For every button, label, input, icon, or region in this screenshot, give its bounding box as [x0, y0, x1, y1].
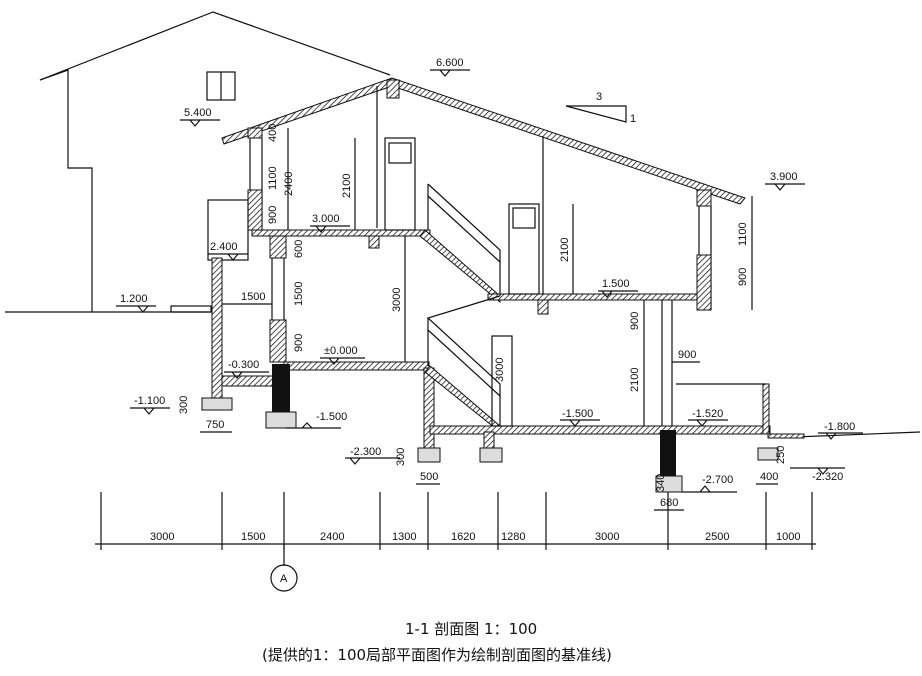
svg-text:-1.500: -1.500: [316, 411, 347, 423]
axis-dim: 3000: [595, 531, 619, 543]
dim: 400: [267, 124, 279, 142]
dim: 300: [178, 396, 190, 414]
dim: 2100: [559, 238, 571, 262]
axis-dim: 3000: [150, 531, 174, 543]
elevation-marker: -2.300: [345, 446, 400, 465]
slope-run: 3: [596, 91, 602, 103]
dim: 1100: [737, 222, 749, 246]
dim: 1100: [267, 166, 279, 190]
svg-text:1.200: 1.200: [120, 293, 148, 305]
dim: 750: [206, 419, 224, 431]
axis-label: A: [280, 573, 288, 585]
svg-text:2.400: 2.400: [210, 241, 238, 253]
dim: 300: [395, 448, 407, 466]
elevation-marker: 5.400: [180, 107, 220, 127]
dim: 400: [760, 471, 778, 483]
dim: 600: [293, 240, 305, 258]
dim: 3000: [494, 358, 506, 382]
ground-line: [5, 311, 921, 439]
elevation-marker: -1.800: [818, 421, 863, 440]
dim: 1500: [293, 282, 305, 306]
doors: [384, 137, 540, 427]
dim: 900: [678, 349, 696, 361]
structure: [170, 127, 805, 493]
dim: 1500: [241, 291, 265, 303]
slope-rise: 1: [630, 113, 636, 125]
elevation-marker: 3.000: [310, 213, 350, 233]
svg-text:-2.300: -2.300: [350, 446, 381, 458]
axis-dim: 1620: [451, 531, 475, 543]
axis-dim: 2400: [320, 531, 344, 543]
svg-text:3.000: 3.000: [312, 213, 340, 225]
elevation-marker: ±0.000: [320, 345, 365, 365]
axis-dim: 1280: [501, 531, 525, 543]
dim: 900: [629, 312, 641, 330]
svg-text:-1.800: -1.800: [824, 421, 855, 433]
elevation-marker: 6.600: [430, 57, 470, 77]
svg-text:-2.700: -2.700: [702, 474, 733, 486]
elevation-marker: -1.100: [130, 395, 170, 415]
elevation-marker: -2.320: [790, 467, 845, 483]
elevation-marker: 3.900: [765, 171, 805, 191]
svg-text:-0.300: -0.300: [228, 359, 259, 371]
axis-bubble: [270, 564, 298, 592]
svg-text:5.400: 5.400: [184, 107, 212, 119]
roof-slope-marker: 3 1: [565, 91, 636, 125]
axis-dim: 1000: [776, 531, 800, 543]
dim: 250: [775, 446, 787, 464]
elevation-marker: -1.500: [286, 411, 347, 429]
dim: 900: [293, 334, 305, 352]
elevation-markers: 6.600 5.400 3.900 3.000 2.400 1.500 1.20…: [116, 57, 863, 493]
background-house: [39, 11, 391, 312]
dim: 900: [267, 206, 279, 224]
svg-text:-1.100: -1.100: [134, 395, 165, 407]
dim: 2100: [629, 368, 641, 392]
dim: 2100: [341, 174, 353, 198]
dim: 3000: [391, 288, 403, 312]
roof: [221, 77, 746, 295]
stair-railing: [426, 183, 501, 426]
elevation-marker: 1.200: [116, 293, 156, 313]
svg-text:1.500: 1.500: [602, 278, 630, 290]
dim: 900: [737, 268, 749, 286]
svg-text:-1.500: -1.500: [562, 408, 593, 420]
drawing-title: 1-1 剖面图 1：100: [405, 620, 537, 638]
elevation-marker: 2.400: [208, 241, 248, 261]
svg-text:±0.000: ±0.000: [324, 345, 358, 357]
door: [384, 137, 416, 231]
elevation-marker: -1.520: [688, 408, 728, 427]
dim: 340: [655, 474, 667, 492]
door: [508, 203, 540, 295]
elevation-marker: -1.500: [560, 408, 600, 427]
elevation-marker: -0.300: [224, 359, 269, 379]
axis-dim: 2500: [705, 531, 729, 543]
dim: 680: [660, 497, 678, 509]
axis-dimension-line: 3000 1500 2400 1300 1620 1280 3000 2500 …: [95, 492, 816, 592]
svg-text:6.600: 6.600: [436, 57, 464, 69]
dim: 500: [420, 471, 438, 483]
vertical-dimensions: 400 1100 2400 900 2100 2100 1100 900 600…: [178, 124, 787, 492]
elevation-marker: -2.700: [682, 474, 737, 493]
elevation-marker: 1.500: [598, 278, 638, 298]
drawing-subtitle: (提供的1：100局部平面图作为绘制剖面图的基准线): [262, 646, 612, 664]
svg-text:-1.520: -1.520: [692, 408, 723, 420]
svg-text:-2.320: -2.320: [812, 471, 843, 483]
axis-dim: 1500: [241, 531, 265, 543]
axis-dim: 1300: [392, 531, 416, 543]
svg-text:3.900: 3.900: [770, 171, 798, 183]
dim: 2400: [283, 172, 295, 196]
horizontal-dimensions: 1500 900 750 500 400 680: [200, 291, 778, 511]
